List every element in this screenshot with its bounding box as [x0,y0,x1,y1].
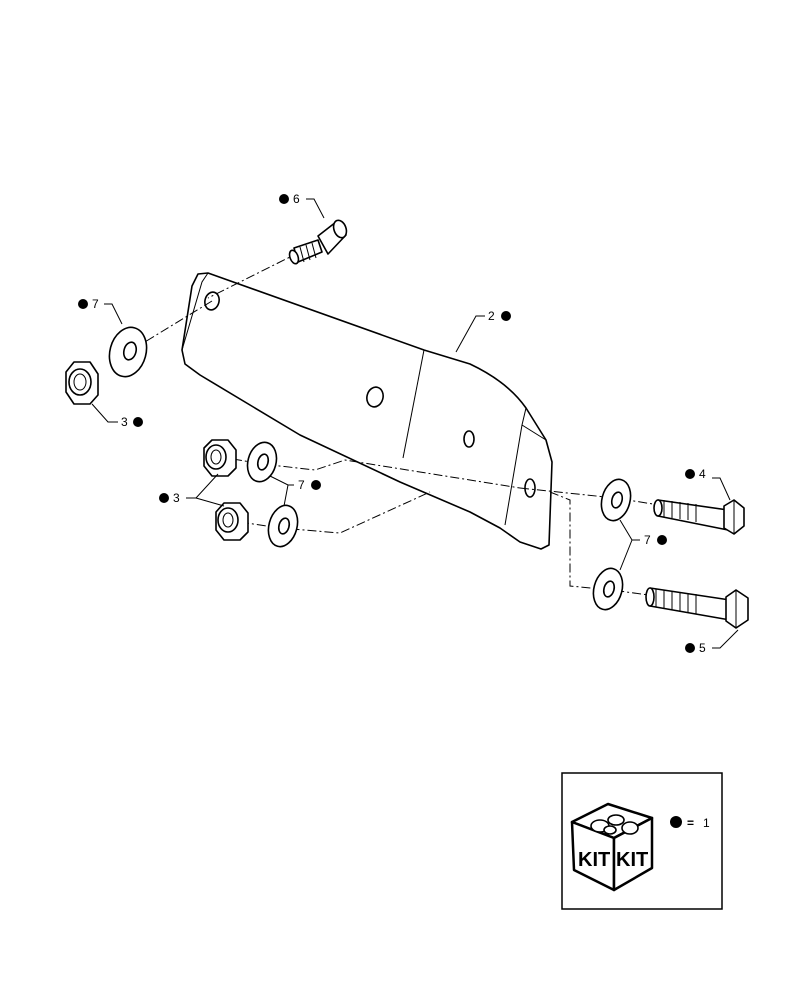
washer-right-lower [592,567,624,611]
callout-7-right: 7 [644,533,667,547]
bolt-short [653,499,745,535]
callout-4: 4 [685,467,706,481]
svg-text:1: 1 [703,816,710,830]
leader-lines [91,198,739,649]
kit-legend: KIT KIT = 1 [561,772,723,910]
countersunk-screw [288,219,348,265]
callout-7-top: 7 [78,297,99,311]
svg-text:4: 4 [699,467,706,481]
callout-3-top: 3 [121,415,143,429]
callout-7-mid: 7 [298,478,321,492]
bolt-long [645,587,749,629]
callout-2: 2 [488,309,511,323]
washer-mid-upper [246,441,278,483]
callout-3-mid: 3 [159,491,180,505]
washer-mid-lower [267,504,299,548]
kit-box-icon: KIT KIT [570,802,654,892]
callout-6: 6 [279,192,300,206]
svg-text:6: 6 [293,192,300,206]
nut-mid-upper [203,439,237,477]
svg-text:3: 3 [121,415,128,429]
svg-text:7: 7 [644,533,651,547]
washer-top [108,326,148,378]
svg-text:3: 3 [173,491,180,505]
bracket-plate [181,272,553,550]
nut-mid-lower [215,502,249,541]
svg-text:KIT: KIT [616,849,648,871]
svg-text:7: 7 [92,297,99,311]
callout-5: 5 [685,641,706,655]
svg-text:5: 5 [699,641,706,655]
washer-right-upper [600,478,632,522]
svg-text:7: 7 [298,478,305,492]
svg-text:KIT: KIT [578,849,610,871]
nut-top [65,361,99,405]
svg-text:=: = [687,816,694,830]
svg-text:2: 2 [488,309,495,323]
